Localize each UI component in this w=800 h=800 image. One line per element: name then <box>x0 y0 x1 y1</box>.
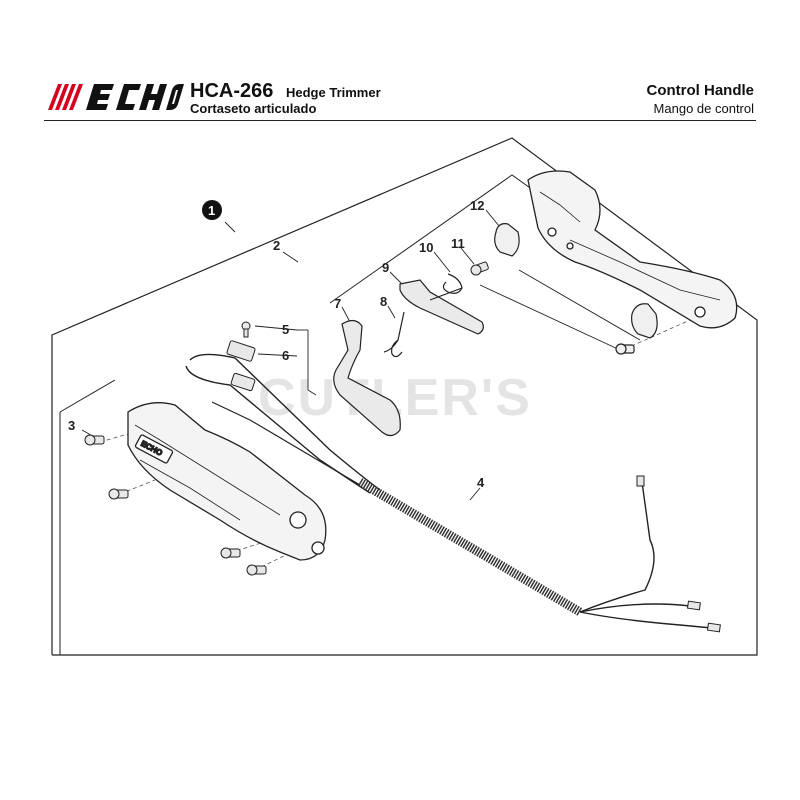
product-name-es: Cortaseto articulado <box>190 101 317 116</box>
model-number: HCA-266 <box>190 80 274 102</box>
header-rule <box>44 120 756 121</box>
callout-10: 10 <box>419 240 433 255</box>
callout-4: 4 <box>477 475 485 490</box>
page-header: HCA-266 Hedge Trimmer Cortaseto articula… <box>0 0 800 125</box>
echo-logo <box>48 84 184 110</box>
callout-1-badge: 1 <box>202 200 222 220</box>
screw-icon <box>84 434 105 446</box>
callout-9: 9 <box>382 260 389 275</box>
section-title-es: Mango de control <box>653 101 754 116</box>
switch-parts <box>226 321 256 392</box>
cable-assembly <box>185 353 721 633</box>
assembly-bracket-1 <box>51 137 758 656</box>
screws-3 <box>84 434 267 576</box>
callout-1: 1 <box>208 203 215 218</box>
callout-leaders <box>81 209 641 501</box>
callout-3: 3 <box>68 418 75 433</box>
callout-11: 11 <box>451 236 465 251</box>
lower-handle-housing: ECHO <box>127 402 327 561</box>
callout-5: 5 <box>282 322 289 337</box>
screw-11 <box>470 261 489 276</box>
throttle-lever <box>333 319 401 437</box>
lock-lever <box>399 279 484 335</box>
screw-icon <box>108 488 129 500</box>
screw-icon <box>246 564 267 576</box>
callout-2: 2 <box>273 238 280 253</box>
callout-8: 8 <box>380 294 387 309</box>
spring-8 <box>383 311 405 358</box>
product-name-en: Hedge Trimmer <box>286 85 381 100</box>
upper-handle-housing <box>527 170 738 329</box>
small-screw-icon <box>241 321 251 338</box>
callout-7: 7 <box>334 296 341 311</box>
callout-12: 12 <box>470 198 484 213</box>
callout-6: 6 <box>282 348 289 363</box>
spring-10 <box>429 273 463 301</box>
screw-icon <box>615 343 635 355</box>
section-title-en: Control Handle <box>646 82 755 99</box>
screw-icon <box>220 547 241 559</box>
clamps-12 <box>494 223 658 355</box>
